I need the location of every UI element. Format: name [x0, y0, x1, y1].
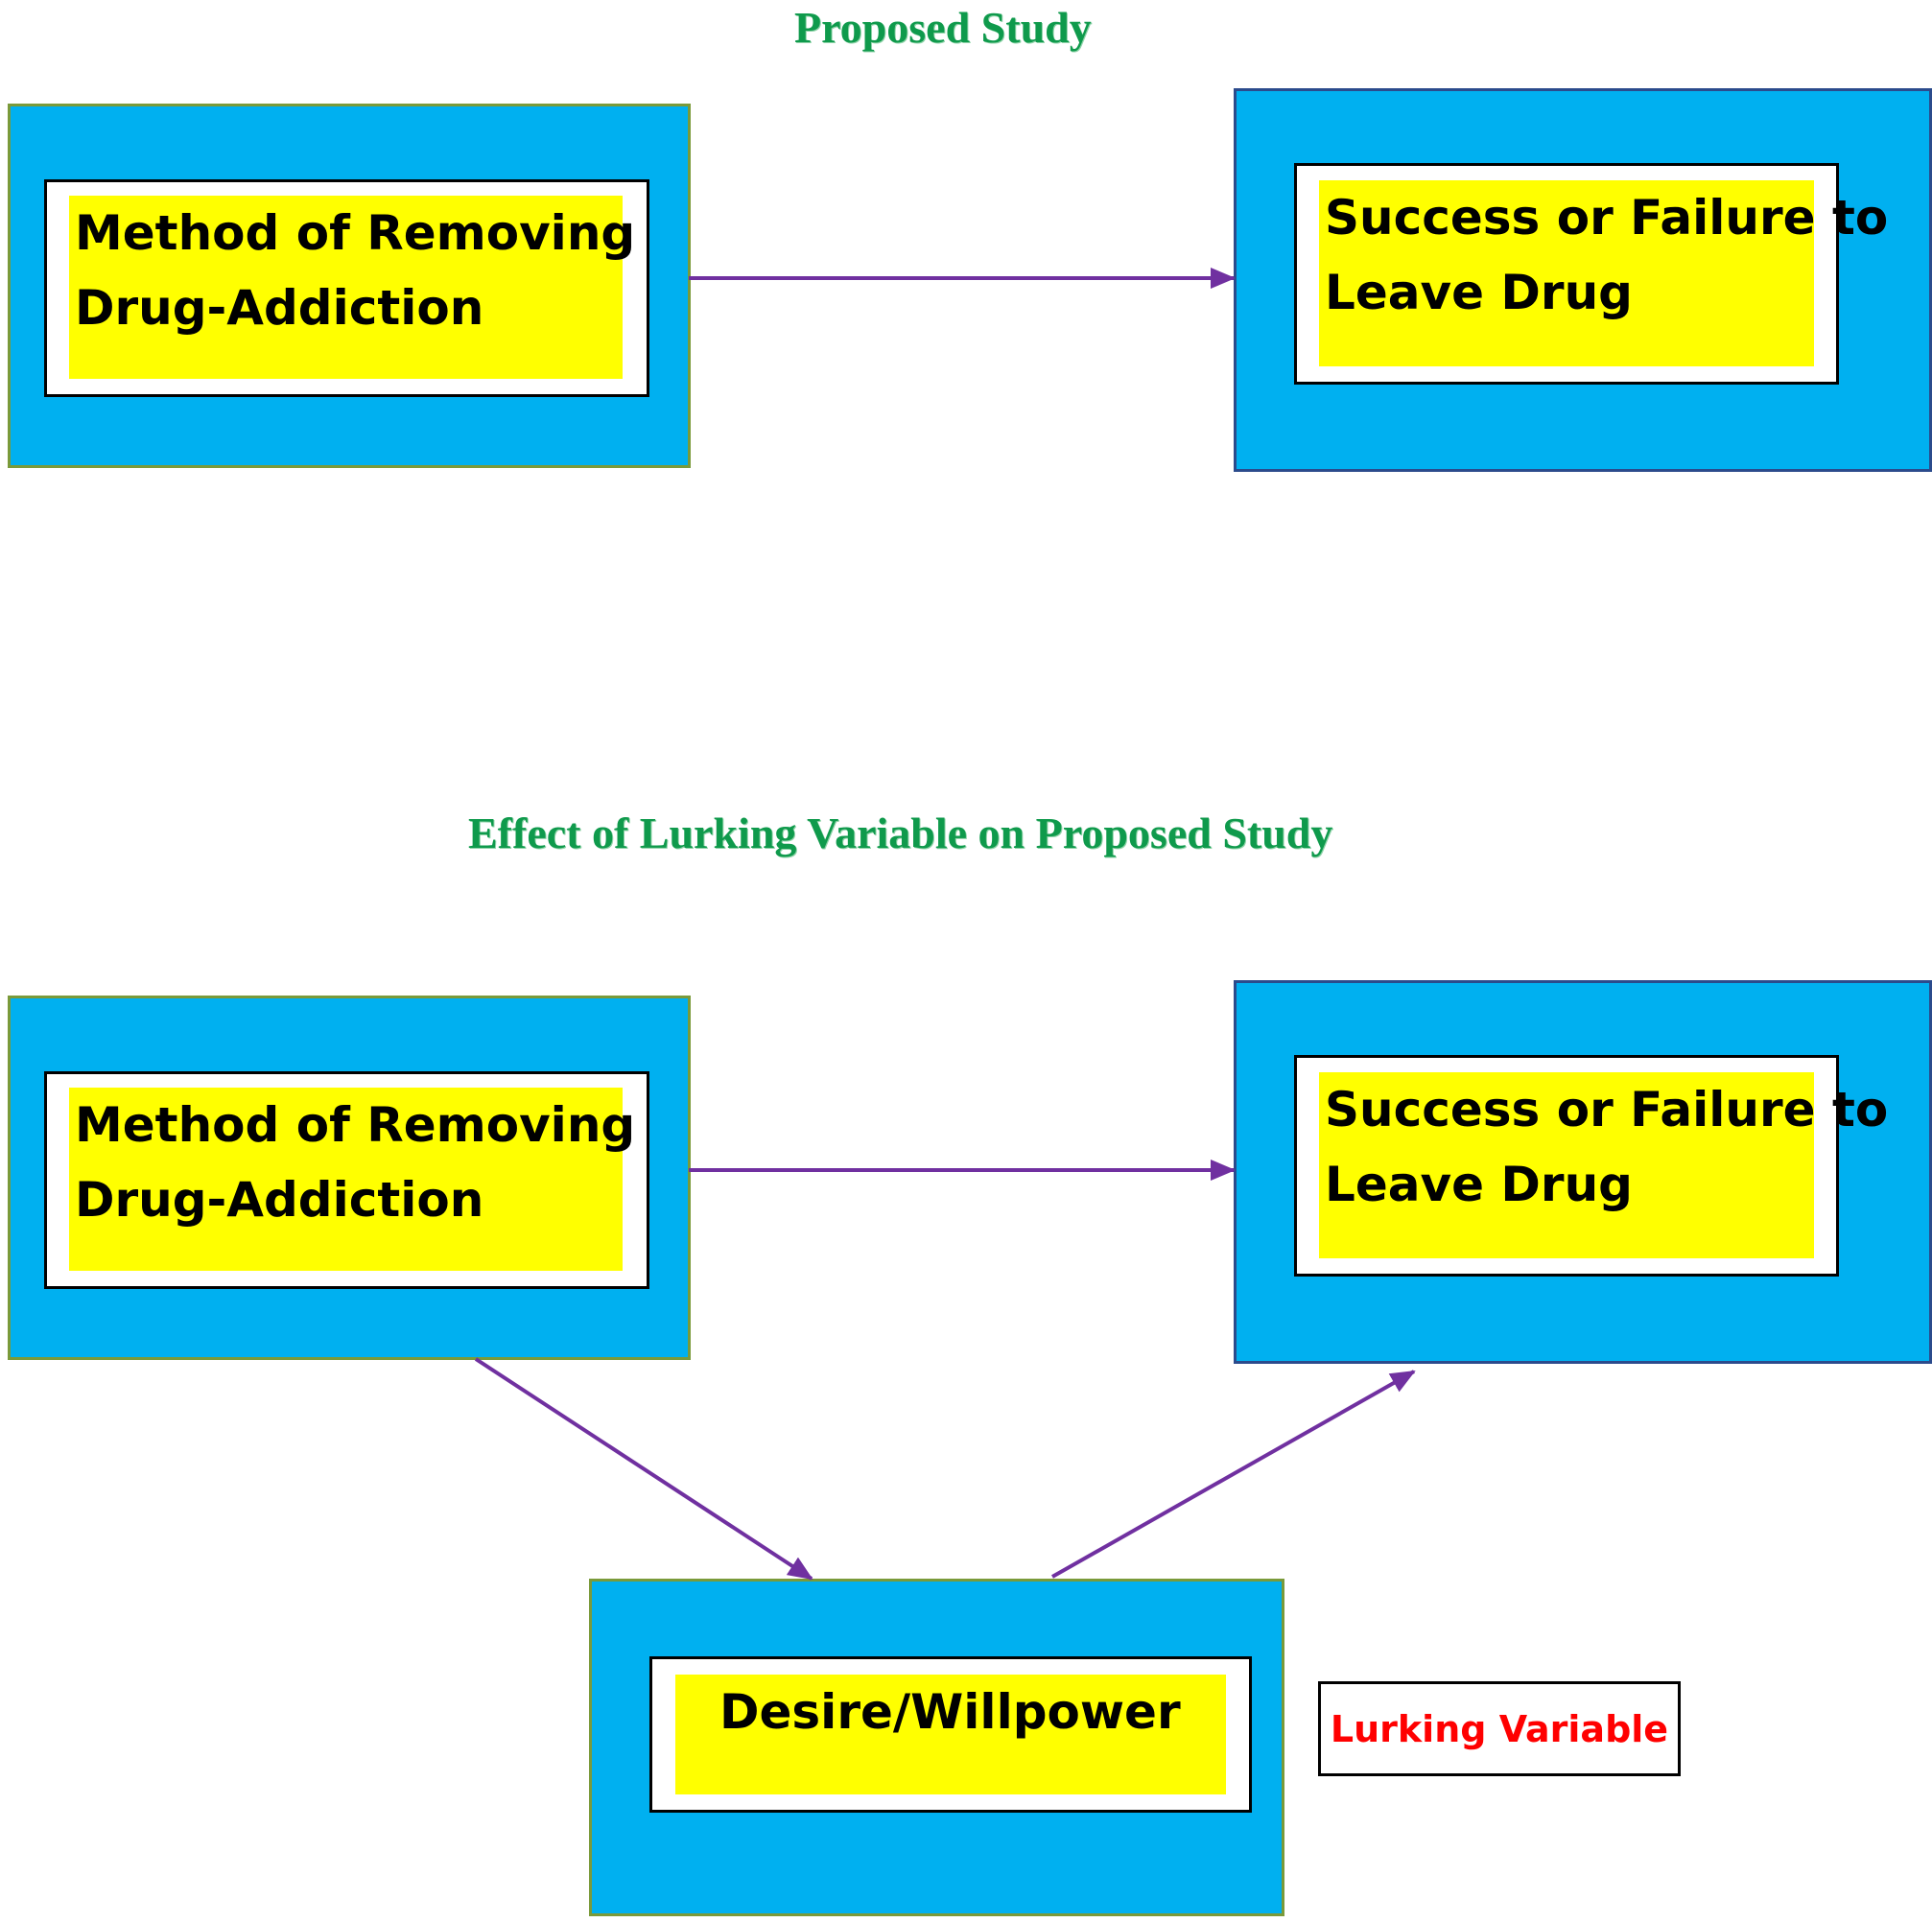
cause-box-2-label: Method of Removing Drug-Addiction	[75, 1088, 635, 1237]
lurking-variable-tag-text: Lurking Variable	[1330, 1707, 1669, 1750]
effect-box-2-line1: Success or Failure to	[1325, 1082, 1889, 1137]
cause-box-1-highlight	[69, 196, 623, 379]
effect-box-1-line2: Leave Drug	[1325, 265, 1633, 320]
effect-box-2-label: Success or Failure to Leave Drug	[1325, 1072, 1888, 1222]
cause-box-1-label: Method of Removing Drug-Addiction	[75, 196, 635, 345]
effect-box-1-line1: Success or Failure to	[1325, 190, 1889, 246]
cause-box-1-line2: Drug-Addiction	[75, 280, 484, 336]
arrow-lurking-to-effect	[1051, 1370, 1416, 1579]
effect-box-2-line2: Leave Drug	[1325, 1157, 1633, 1212]
lurking-variable-tag: Lurking Variable	[1318, 1681, 1681, 1776]
lurking-variable-box-highlight	[675, 1675, 1226, 1794]
title-lurking-effect: Effect of Lurking Variable on Proposed S…	[468, 809, 1333, 857]
title-proposed-study: Proposed Study	[794, 3, 1092, 52]
effect-box-1-label: Success or Failure to Leave Drug	[1325, 180, 1888, 330]
effect-box-2-highlight	[1319, 1072, 1814, 1258]
effect-box-1-highlight	[1319, 180, 1814, 366]
cause-box-1-line1: Method of Removing	[75, 205, 636, 261]
lurking-variable-box-label: Desire/Willpower	[719, 1684, 1181, 1740]
cause-box-2-line1: Method of Removing	[75, 1097, 636, 1153]
cause-box-2-line2: Drug-Addiction	[75, 1172, 484, 1228]
arrow-cause-to-lurking	[474, 1357, 813, 1581]
cause-box-2-highlight	[69, 1088, 623, 1271]
